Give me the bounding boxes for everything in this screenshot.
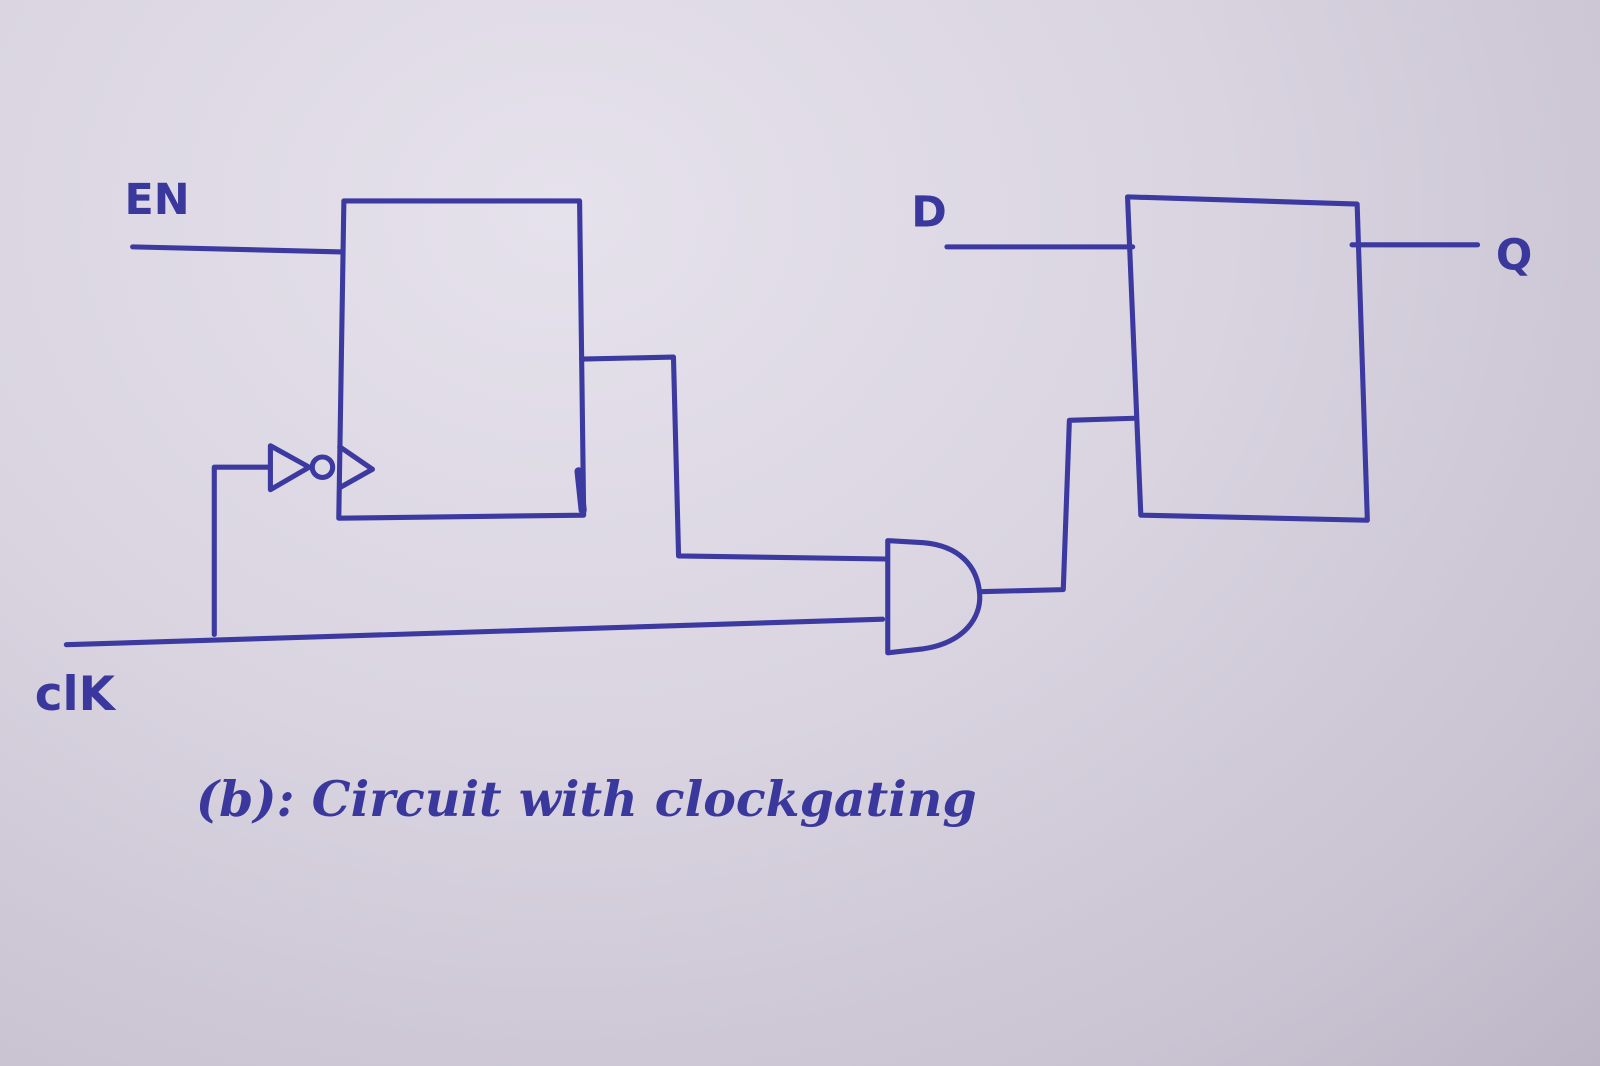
latch-output-wire: [579, 354, 889, 562]
flip-flop: [1125, 194, 1370, 523]
and-gate: [885, 538, 983, 656]
inverted-clock-input: [211, 443, 375, 638]
inverter-icon: [267, 443, 312, 493]
label-output: Q: [1496, 230, 1532, 280]
label-data: D: [911, 187, 947, 237]
clock-edge-icon: [337, 444, 375, 491]
enable-wire: [130, 244, 345, 255]
enable-latch: [336, 198, 587, 521]
label-clock: clK: [35, 667, 117, 722]
caption: (b): Circuit with clockgating: [196, 770, 977, 828]
label-enable: EN: [124, 175, 189, 225]
clock-wire: [63, 616, 886, 648]
gated-clock-wire: [977, 415, 1138, 595]
